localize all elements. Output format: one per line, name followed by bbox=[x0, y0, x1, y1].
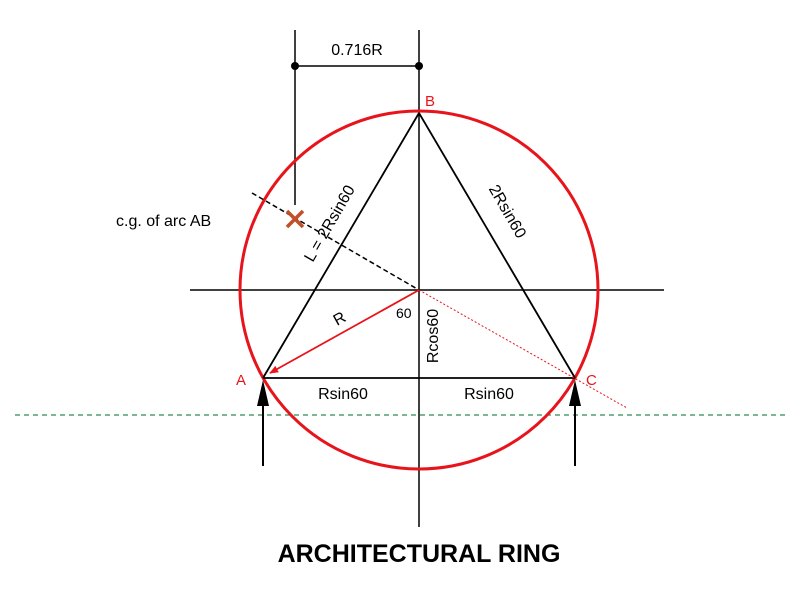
ring-circle bbox=[238, 109, 600, 471]
radius-arrow bbox=[269, 289, 420, 374]
support-arrow-left-icon bbox=[257, 380, 269, 466]
dimension-dot-left bbox=[291, 62, 299, 70]
cg-dashed-line bbox=[251, 192, 420, 291]
dimension-dot-right bbox=[415, 62, 423, 70]
side-right-label: 2Rsin60 bbox=[485, 182, 529, 241]
support-arrow-right-icon bbox=[569, 380, 581, 466]
side-left-label: L = 2Rsin60 bbox=[301, 183, 358, 265]
diagram-title: ARCHITECTURAL RING bbox=[278, 540, 561, 568]
cg-marker-icon bbox=[285, 209, 305, 229]
side-ab bbox=[262, 112, 420, 379]
half-base-left-label: Rsin60 bbox=[318, 386, 368, 403]
dimension-label: 0.716R bbox=[331, 42, 383, 59]
side-bc bbox=[418, 112, 576, 379]
cg-label: c.g. of arc AB bbox=[116, 213, 211, 230]
half-base-right-label: Rsin60 bbox=[464, 386, 514, 403]
point-b-label: B bbox=[425, 93, 435, 110]
angle-label: 60 bbox=[396, 305, 412, 321]
vertical-label: Rcos60 bbox=[425, 309, 442, 363]
point-a-label: A bbox=[236, 372, 246, 389]
radius-label: R bbox=[331, 309, 349, 329]
point-c-label: C bbox=[586, 372, 597, 389]
